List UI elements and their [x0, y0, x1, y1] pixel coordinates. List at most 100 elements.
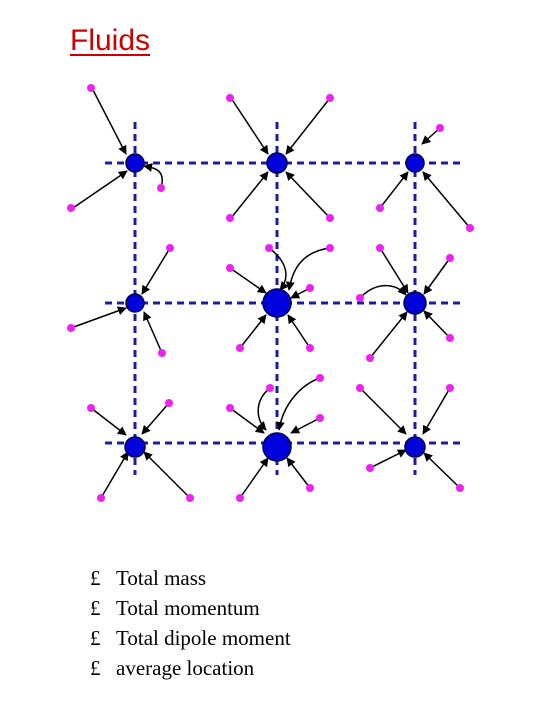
particle: [356, 294, 364, 302]
arrow: [359, 284, 407, 299]
arrow: [239, 314, 267, 349]
particle: [158, 349, 166, 357]
arrow: [90, 407, 127, 436]
grid-node: [403, 291, 427, 315]
particle: [446, 384, 454, 392]
bullet-item: £ Total mass: [90, 563, 291, 593]
particle: [226, 94, 234, 102]
particle: [266, 384, 274, 392]
particle: [376, 204, 384, 212]
particle: [306, 484, 314, 492]
grid-node: [405, 153, 425, 173]
pound-sign-bullet-icon: £: [90, 596, 101, 620]
particle: [446, 254, 454, 262]
particle: [186, 494, 194, 502]
arrow: [141, 247, 171, 295]
pound-sign-bullet-icon: £: [90, 566, 101, 590]
bullet-text: Total momentum: [116, 596, 260, 620]
arrow: [70, 306, 127, 329]
bullet-item: £ average location: [90, 653, 291, 683]
particle: [166, 244, 174, 252]
particle: [67, 324, 75, 332]
arrow: [141, 402, 170, 435]
particle: [456, 484, 464, 492]
grid-nodes: [124, 152, 427, 462]
arrow: [72, 170, 128, 209]
arrow: [268, 247, 289, 291]
particles: [67, 84, 474, 502]
particle-arrows: [70, 89, 471, 499]
particle: [236, 344, 244, 352]
bullet-text: average location: [116, 656, 255, 680]
bullet-item: £ Total momentum: [90, 593, 291, 623]
bullet-text: Total dipole moment: [116, 626, 291, 650]
slide-title: Fluids: [70, 24, 151, 57]
arrow: [143, 311, 163, 354]
particle: [226, 214, 234, 222]
grid-lines: [105, 122, 460, 475]
particle: [87, 404, 95, 412]
bullet-list: £ Total mass £ Total momentum £ Total dipol…: [90, 563, 291, 683]
arrow: [287, 314, 311, 349]
particle: [376, 244, 384, 252]
particle: [316, 374, 324, 382]
particle: [326, 244, 334, 252]
arrow: [143, 163, 163, 189]
particle: [356, 384, 364, 392]
particle: [97, 494, 105, 502]
arrow: [143, 451, 191, 499]
particle: [306, 344, 314, 352]
fluid-grid-diagram: [67, 84, 474, 502]
particle: [67, 204, 75, 212]
arrow: [229, 407, 265, 434]
arrow: [423, 310, 451, 339]
particle: [226, 404, 234, 412]
particle: [466, 224, 474, 232]
grid-node: [404, 436, 426, 458]
arrow: [379, 247, 409, 294]
arrow: [229, 267, 267, 294]
arrow: [359, 387, 407, 435]
grid-node: [266, 152, 288, 174]
particle: [306, 284, 314, 292]
arrow: [230, 171, 269, 219]
arrow: [422, 387, 451, 435]
particle: [265, 244, 273, 252]
arrow: [230, 97, 269, 155]
particle: [446, 334, 454, 342]
grid-node: [262, 288, 292, 318]
particle: [366, 464, 374, 472]
arrow: [379, 171, 409, 209]
particle: [436, 124, 444, 132]
arrow: [421, 127, 441, 145]
arrow: [369, 449, 407, 469]
particle: [236, 494, 244, 502]
particle: [326, 94, 334, 102]
arrow: [239, 457, 269, 499]
arrow: [369, 311, 408, 359]
particle: [316, 414, 324, 422]
particle: [87, 84, 95, 92]
grid-node: [124, 436, 146, 458]
bullet-item: £ Total dipole moment: [90, 623, 291, 653]
arrow: [423, 257, 451, 295]
arrow: [290, 417, 321, 434]
grid-node: [262, 432, 292, 462]
arrow: [285, 247, 331, 291]
particle: [157, 184, 165, 192]
grid-node: [125, 153, 145, 173]
particle: [366, 354, 374, 362]
grid-node: [125, 293, 145, 313]
pound-sign-bullet-icon: £: [90, 626, 101, 650]
arrow: [100, 451, 129, 499]
arrow: [285, 171, 331, 219]
bullet-text: Total mass: [116, 566, 207, 590]
arrow: [422, 171, 471, 229]
pound-sign-bullet-icon: £: [90, 656, 101, 680]
particle: [326, 214, 334, 222]
particle: [165, 399, 173, 407]
arrow: [275, 377, 321, 431]
arrow: [92, 89, 127, 155]
arrow: [286, 457, 311, 489]
arrow: [285, 97, 331, 155]
